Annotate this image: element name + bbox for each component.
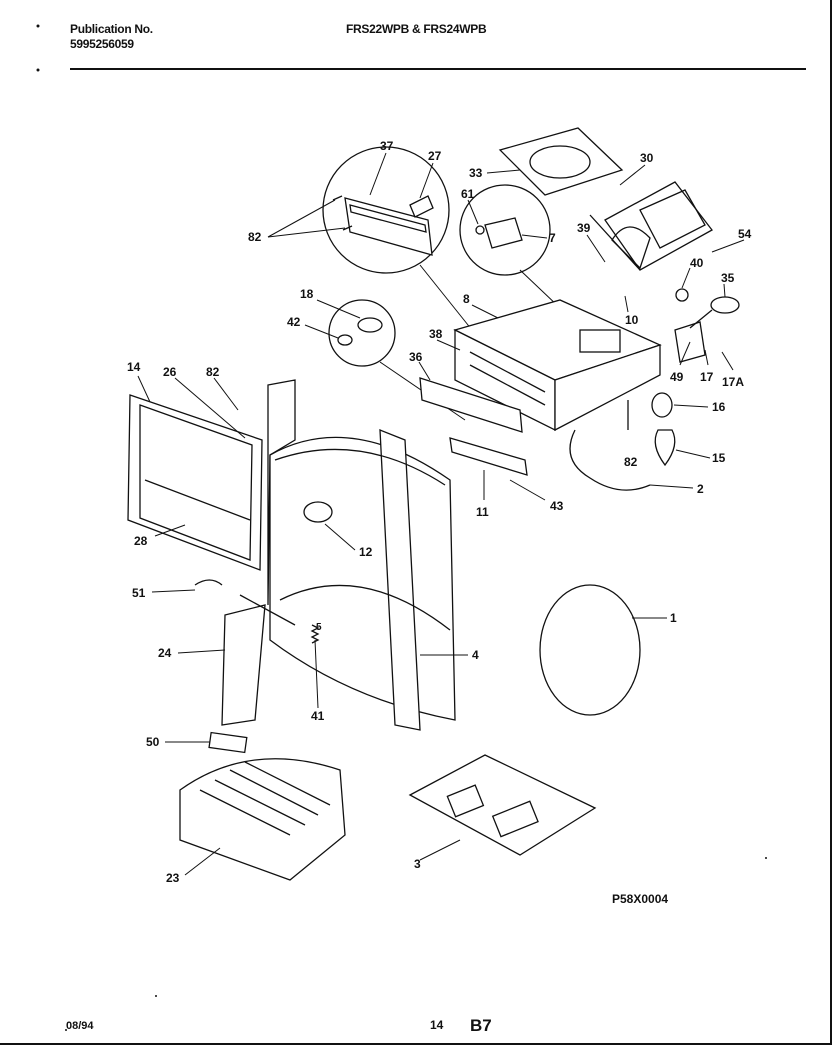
callout-labels: 37 27 82 33 30 61 7 39 54 40 35 10 18 42…	[127, 139, 752, 885]
callout-8: 8	[463, 292, 470, 306]
top-plate	[498, 127, 624, 196]
callout-41: 41	[311, 709, 325, 723]
drip-tray	[179, 758, 346, 881]
callout-17: 17	[700, 370, 714, 384]
actuator-arm	[221, 604, 266, 726]
wire-harness	[569, 429, 651, 491]
callout-35: 35	[721, 271, 735, 285]
callout-10: 10	[625, 313, 639, 327]
callout-23: 23	[166, 871, 180, 885]
model-numbers: FRS22WPB & FRS24WPB	[346, 22, 487, 36]
socket-16	[651, 392, 673, 418]
lamp-15	[654, 429, 676, 467]
dispenser-housing	[453, 299, 662, 432]
footer-date: 08/94	[66, 1020, 94, 1032]
callout-37: 37	[380, 139, 394, 153]
spring-41	[310, 624, 320, 644]
publication-label: Publication No.	[70, 22, 153, 36]
front-panel	[127, 394, 263, 571]
callout-38: 38	[429, 327, 443, 341]
callout-16: 16	[712, 400, 726, 414]
ice-chute-body	[269, 429, 456, 731]
callout-11: 11	[476, 505, 489, 519]
callout-2: 2	[697, 482, 704, 496]
callout-26: 26	[163, 365, 177, 379]
callout-15: 15	[712, 451, 726, 465]
gasket	[539, 584, 641, 716]
callout-82b: 82	[206, 365, 220, 379]
callout-36: 36	[409, 350, 423, 364]
header-rule	[70, 68, 806, 70]
callout-33: 33	[469, 166, 483, 180]
callout-49: 49	[670, 370, 684, 384]
callout-27: 27	[428, 149, 442, 163]
callout-3: 3	[414, 857, 421, 871]
callout-54: 54	[738, 227, 752, 241]
callout-30: 30	[640, 151, 654, 165]
publication-number: 5995256059	[70, 37, 134, 51]
callout-40: 40	[690, 256, 704, 270]
detail-circle-control-bracket	[322, 146, 501, 366]
callout-39: 39	[577, 221, 591, 235]
callout-5: 5	[316, 622, 322, 633]
footer-page-number: 14	[430, 1018, 444, 1032]
callout-18: 18	[300, 287, 314, 301]
callout-50: 50	[146, 735, 160, 749]
callout-82: 82	[248, 230, 262, 244]
callout-12: 12	[359, 545, 373, 559]
callout-1: 1	[670, 611, 677, 625]
diagram-code: P58X0004	[612, 892, 668, 906]
callout-43: 43	[550, 499, 564, 513]
air-duct	[589, 181, 713, 271]
heater-plate	[408, 754, 597, 856]
bracket-36	[419, 377, 523, 433]
callout-24: 24	[158, 646, 172, 660]
bracket-11	[449, 437, 528, 476]
pad-50	[208, 731, 248, 754]
callout-7: 7	[549, 231, 556, 245]
side-bracket	[267, 379, 296, 606]
callout-61: 61	[461, 187, 475, 201]
detail-circle-switch	[459, 184, 561, 309]
callout-14: 14	[127, 360, 141, 374]
callout-4: 4	[472, 648, 479, 662]
callout-51: 51	[132, 586, 146, 600]
callout-17a: 17A	[722, 375, 744, 389]
callout-28: 28	[134, 534, 148, 548]
part-51	[194, 579, 223, 586]
callout-42: 42	[287, 315, 301, 329]
detail-circle-spring	[328, 299, 466, 421]
footer-section-code: B7	[470, 1016, 492, 1035]
leader-lines	[137, 152, 745, 876]
callout-82c: 82	[624, 455, 638, 469]
part-12	[303, 501, 333, 523]
